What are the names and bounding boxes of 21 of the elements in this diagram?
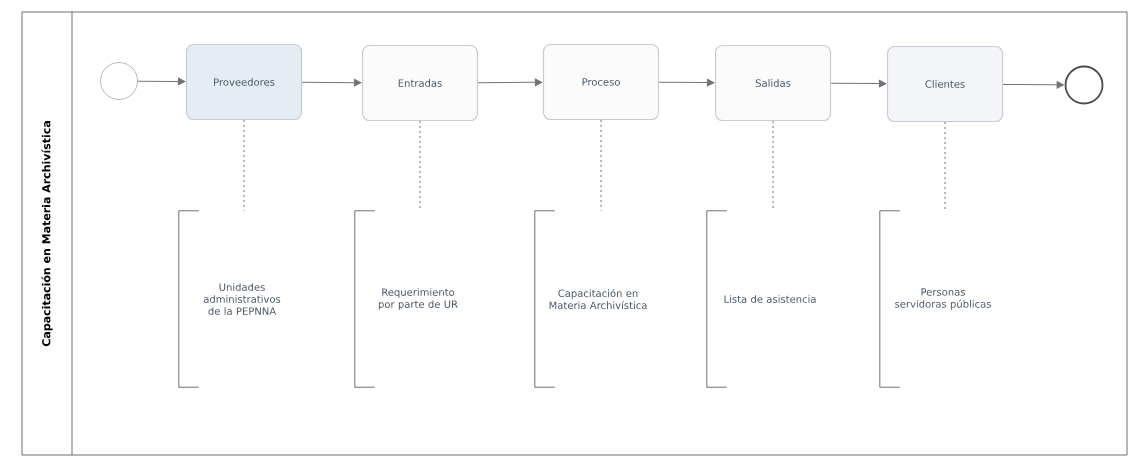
association-line bbox=[944, 121, 946, 212]
arrow bbox=[137, 77, 186, 86]
text-annotation: Requerimiento por parte de UR bbox=[354, 210, 458, 388]
arrow bbox=[830, 79, 887, 88]
arrow bbox=[1002, 81, 1064, 89]
task-box: Proceso bbox=[542, 43, 660, 121]
task-box: Salidas bbox=[714, 44, 832, 122]
event-circle bbox=[100, 62, 138, 100]
task-box: Proveedores bbox=[185, 43, 303, 121]
association-line bbox=[243, 119, 245, 212]
arrow bbox=[477, 78, 543, 87]
text-annotation: Lista de asistencia bbox=[706, 210, 816, 388]
task-box: Entradas bbox=[361, 44, 479, 122]
task-box: Clientes bbox=[886, 45, 1004, 123]
arrow bbox=[658, 78, 715, 87]
event-circle bbox=[1064, 65, 1104, 105]
text-annotation: Personas servidoras públicas bbox=[879, 210, 991, 388]
text-annotation: Unidades administrativos de la PEPNNA bbox=[178, 210, 281, 388]
text-annotation: Capacitación en Materia Archivística bbox=[534, 210, 647, 388]
association-line bbox=[600, 119, 602, 212]
arrow bbox=[301, 78, 362, 87]
